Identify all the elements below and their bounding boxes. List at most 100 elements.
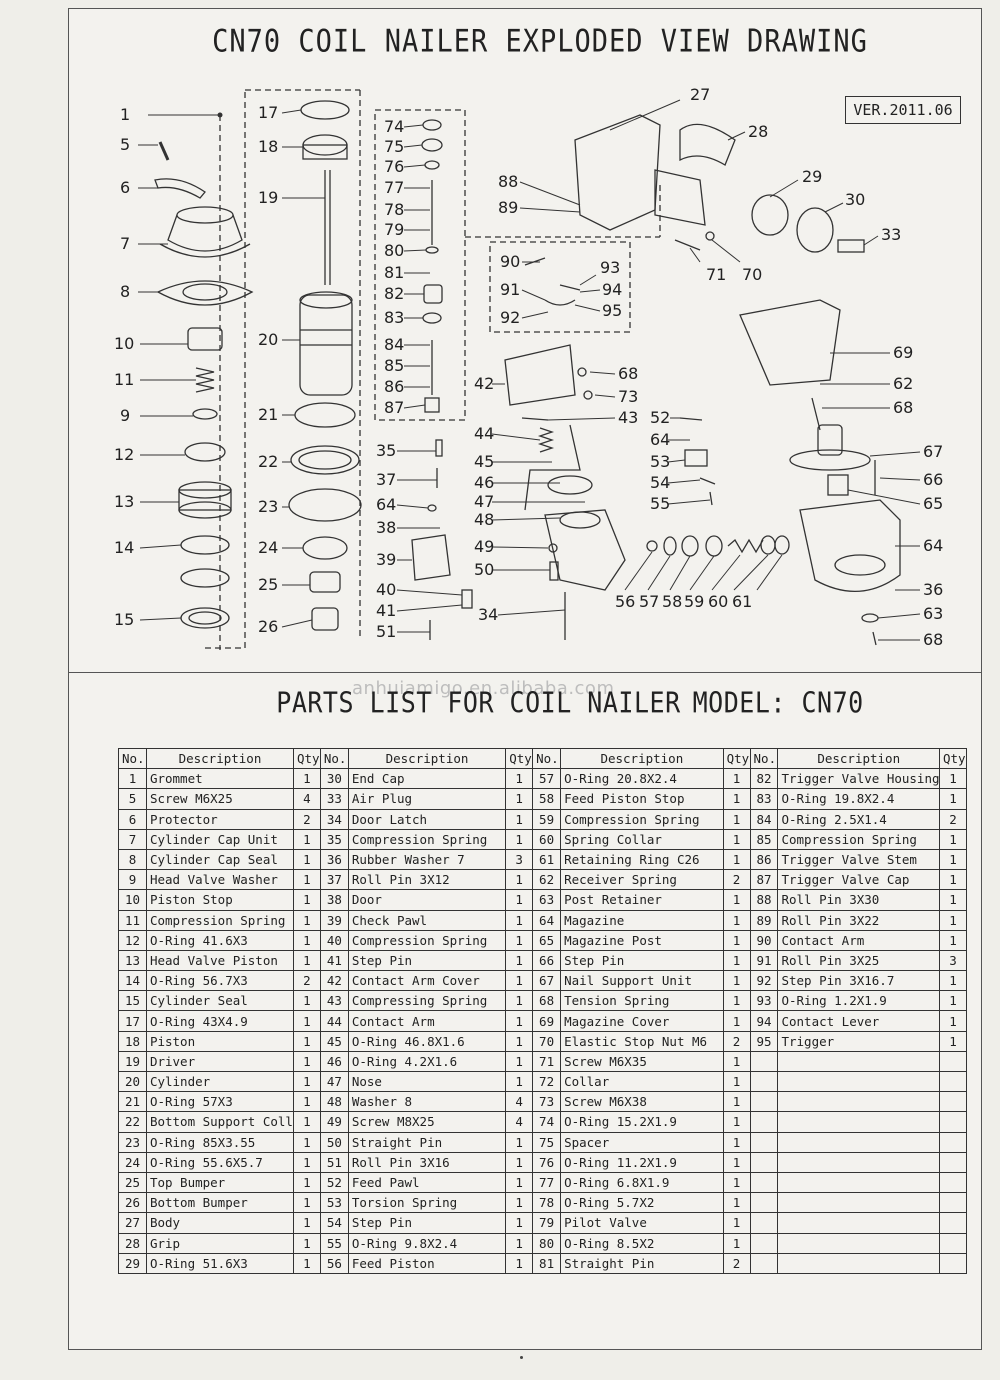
part-description: Feed Piston Stop — [560, 788, 724, 810]
part-description: Feed Piston — [347, 1252, 507, 1274]
callout: 21 — [258, 405, 278, 424]
part-qty: 1 — [505, 1070, 534, 1093]
model-text: MODEL: CN70 — [692, 685, 864, 720]
part-number: 85 — [749, 828, 779, 850]
callout: 90 — [500, 252, 520, 271]
parts-list-title: PARTS LIST FOR COIL NAILER MODEL: CN70 — [230, 686, 910, 719]
part-number: 39 — [319, 909, 349, 931]
part-qty: 1 — [722, 949, 751, 972]
part-number: 19 — [118, 1050, 147, 1073]
part-number: 5 — [118, 788, 147, 810]
callout: 15 — [114, 610, 134, 629]
part-number: 64 — [532, 909, 562, 931]
callout: 46 — [474, 473, 494, 492]
part-description: Retaining Ring C26 — [560, 848, 724, 871]
part-description: Nail Support Unit — [560, 970, 724, 992]
part-qty: 1 — [292, 1212, 321, 1234]
part-qty: 1 — [505, 929, 534, 951]
part-description — [777, 1091, 940, 1113]
part-number: 44 — [319, 1010, 349, 1032]
part-description — [777, 1232, 940, 1254]
part-qty: 1 — [722, 1050, 751, 1073]
part-description: Screw M6X38 — [560, 1091, 724, 1113]
part-qty: 1 — [722, 1192, 751, 1214]
part-number: 94 — [749, 1010, 779, 1032]
callout: 62 — [893, 374, 913, 393]
column-header: Qty — [505, 747, 534, 770]
part-description: Straight Pin — [347, 1131, 507, 1153]
callout: 77 — [384, 178, 404, 197]
callout: 35 — [376, 441, 396, 460]
callout: 82 — [384, 284, 404, 303]
part-description: O-Ring 9.8X2.4 — [347, 1232, 507, 1254]
part-number: 29 — [118, 1252, 147, 1274]
part-qty: 1 — [938, 768, 968, 790]
part-description: Compression Spring — [347, 828, 507, 850]
part-qty: 1 — [938, 1030, 968, 1052]
part-description: Spacer — [560, 1131, 724, 1153]
callout: 73 — [618, 387, 638, 406]
part-number: 1 — [118, 768, 147, 790]
part-number: 83 — [749, 788, 779, 810]
part-qty: 1 — [292, 1252, 321, 1274]
callout: 42 — [474, 374, 494, 393]
part-description — [777, 1171, 940, 1194]
part-number: 70 — [532, 1030, 562, 1052]
part-qty — [938, 1131, 968, 1153]
part-qty: 1 — [292, 1192, 321, 1214]
part-number: 41 — [319, 949, 349, 972]
column-header: No. — [118, 747, 147, 770]
part-number: 52 — [319, 1171, 349, 1194]
part-description: O-Ring 41.6X3 — [145, 929, 294, 951]
part-number: 20 — [118, 1070, 147, 1093]
part-number: 22 — [118, 1111, 147, 1133]
part-qty: 1 — [505, 949, 534, 972]
part-number: 10 — [118, 889, 147, 911]
callout: 22 — [258, 452, 278, 471]
callout: 88 — [498, 172, 518, 191]
part-description: Rubber Washer 7 — [347, 848, 507, 871]
callout: 48 — [474, 510, 494, 529]
part-qty: 1 — [938, 929, 968, 951]
part-qty: 1 — [505, 1050, 534, 1073]
callout: 20 — [258, 330, 278, 349]
part-qty: 1 — [292, 1030, 321, 1052]
part-description: O-Ring 51.6X3 — [145, 1252, 294, 1274]
part-qty: 2 — [938, 808, 968, 830]
part-description: Contact Arm — [777, 929, 940, 951]
part-description: Roll Pin 3X22 — [777, 909, 940, 931]
part-qty: 1 — [722, 889, 751, 911]
callout: 51 — [376, 622, 396, 641]
part-qty: 1 — [505, 909, 534, 931]
part-qty: 2 — [722, 1252, 751, 1274]
part-description: Pilot Valve — [560, 1212, 724, 1234]
parts-title-text: PARTS LIST FOR COIL NAILER — [276, 685, 681, 720]
part-qty: 1 — [505, 1212, 534, 1234]
part-qty — [938, 1050, 968, 1073]
callout: 38 — [376, 518, 396, 537]
callout: 64 — [376, 495, 396, 514]
part-description: Cylinder Seal — [145, 990, 294, 1012]
part-number: 71 — [532, 1050, 562, 1073]
part-number: 86 — [749, 848, 779, 871]
part-description: Contact Arm Cover — [347, 970, 507, 992]
callout: 8 — [120, 282, 130, 301]
callout: 68 — [893, 398, 913, 417]
part-number — [749, 1192, 779, 1214]
part-qty: 1 — [292, 1010, 321, 1032]
part-qty: 1 — [505, 768, 534, 790]
callout: 84 — [384, 335, 404, 354]
callout: 19 — [258, 188, 278, 207]
part-qty: 1 — [722, 1091, 751, 1113]
part-number: 43 — [319, 990, 349, 1012]
part-number: 14 — [118, 970, 147, 992]
callout: 37 — [376, 470, 396, 489]
callout: 93 — [600, 258, 620, 277]
part-description: Compression Spring — [347, 929, 507, 951]
